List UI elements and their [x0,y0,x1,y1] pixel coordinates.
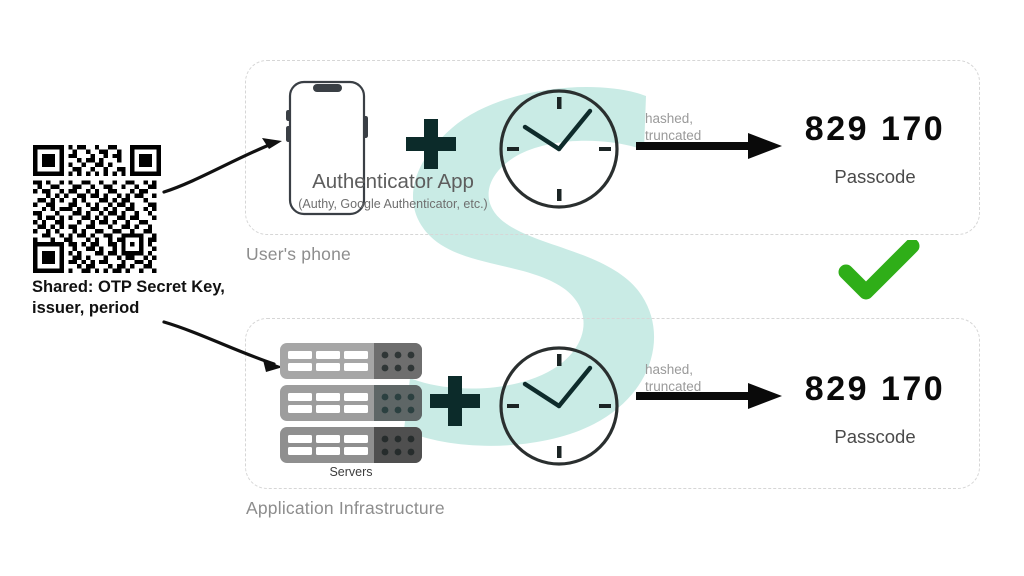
plus-symbol-server-row [430,376,480,426]
passcode-label-server-row: Passcode [834,426,916,447]
shared-secret-caption-line2: issuer, period [32,299,140,317]
plus-symbol-phone-row [406,119,456,169]
smartphone-icon [286,80,368,216]
clock-icon-phone-row [499,89,619,209]
clock-icon-server-row [499,346,619,466]
arrow-right-icon-phone-row [636,133,782,159]
curved-arrow-to-phone-icon [162,138,282,194]
passcode-label-phone-row: Passcode [834,166,916,187]
passcode-value-server-row: 829 170 [804,370,946,408]
shared-secret-caption: Shared: OTP Secret Key, issuer, period [32,277,262,319]
group-label-application-infrastructure: Application Infrastructure [246,498,445,518]
app-examples-label: (Authy, Google Authenticator, etc.) [298,197,488,211]
shared-secret-caption-line1: Shared: OTP Secret Key, [32,278,225,296]
transform-label-phone-row: hashed, truncated [645,110,701,144]
transform-label-server-row: hashed, truncated [645,361,701,395]
transform-label-server-line2: truncated [645,379,702,394]
check-mark-icon [838,240,920,300]
transform-label-phone-line1: hashed, [645,111,694,126]
servers-label: Servers [329,465,373,479]
app-name-label: Authenticator App [312,170,474,193]
group-box-users-phone [245,60,980,235]
group-box-application-infrastructure [245,318,980,489]
curved-arrow-to-servers-icon [162,320,283,372]
qr-code-icon [33,145,161,273]
group-label-users-phone: User's phone [246,244,351,264]
arrow-right-icon-server-row [636,383,782,409]
servers-icon [280,343,422,463]
transform-label-server-line1: hashed, [645,362,694,377]
transform-label-phone-line2: truncated [645,128,702,143]
passcode-value-phone-row: 829 170 [804,110,946,148]
